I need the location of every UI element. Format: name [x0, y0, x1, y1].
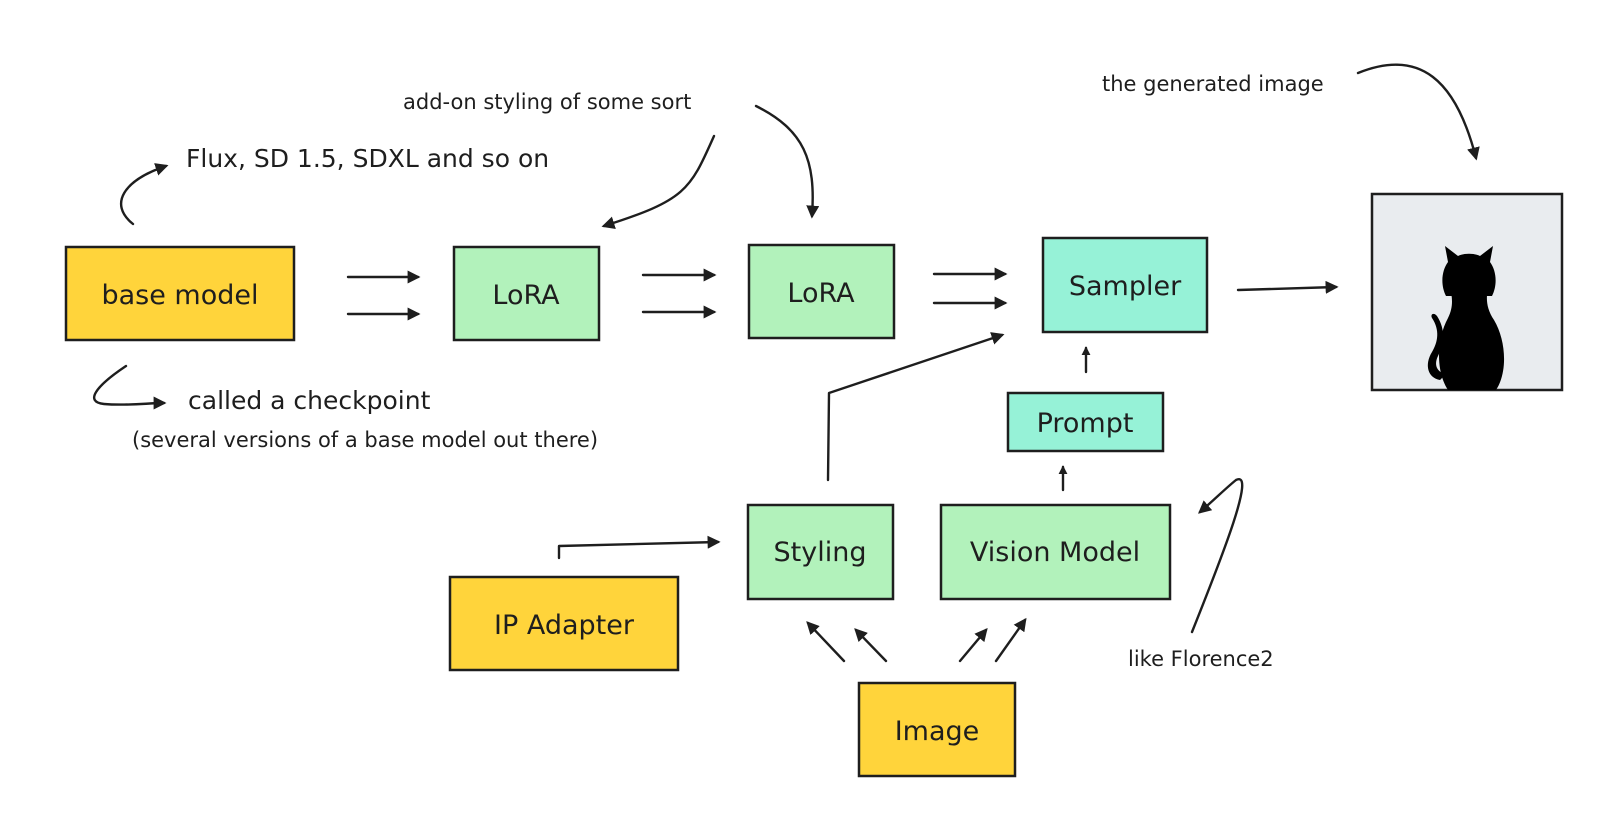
node-lora-1-box — [452, 245, 601, 342]
annotation-models-list: Flux, SD 1.5, SDXL and so on — [186, 144, 549, 173]
annotation-florence: like Florence2 — [1128, 647, 1274, 671]
arrow-generated-image-callout — [1356, 63, 1480, 161]
arrow-styling-to-sampler — [826, 332, 1005, 482]
node-prompt-label: Prompt — [1037, 408, 1134, 439]
node-lora-2-label: LoRA — [787, 278, 855, 309]
node-image: Image — [857, 681, 1017, 778]
node-sampler-label: Sampler — [1069, 271, 1182, 302]
node-base-model-box — [64, 245, 296, 342]
arrow-addon-to-lora1 — [601, 134, 716, 230]
node-vision-model: Vision Model — [939, 503, 1172, 601]
generated-image-frame — [1370, 192, 1564, 392]
node-styling-box — [746, 503, 895, 601]
arrow-models-list-callout — [120, 163, 169, 226]
node-styling-label: Styling — [774, 537, 867, 568]
cat-silhouette-icon — [1427, 246, 1505, 390]
annotation-generated-image: the generated image — [1102, 72, 1324, 96]
node-base-model: base model — [64, 245, 296, 342]
arrow-checkpoint-callout — [92, 364, 167, 410]
node-ip-adapter-label: IP Adapter — [494, 610, 635, 641]
arrow-image-to-styling-left — [806, 621, 846, 663]
annotation-checkpoint-detail: (several versions of a base model out th… — [132, 428, 598, 452]
arrow-image-to-vision-right — [994, 617, 1027, 663]
arrow-image-to-vision-left — [958, 628, 988, 663]
node-lora-1: LoRA — [452, 245, 601, 342]
arrow-sampler-to-output — [1236, 280, 1339, 294]
arrow-florence-to-vision — [1190, 477, 1244, 634]
node-lora-1-label: LoRA — [492, 280, 560, 311]
arrow-addon-to-lora2 — [754, 104, 820, 219]
node-image-label: Image — [895, 716, 980, 747]
node-lora-2-box — [747, 243, 896, 340]
arrow-image-to-styling-right — [854, 628, 888, 663]
annotation-checkpoint: called a checkpoint — [188, 386, 431, 415]
node-styling: Styling — [746, 503, 895, 601]
node-ip-adapter: IP Adapter — [448, 575, 680, 672]
node-ip-adapter-box — [448, 575, 680, 672]
node-lora-2: LoRA — [747, 243, 896, 340]
node-base-model-label: base model — [101, 280, 258, 311]
node-vision-model-box — [939, 503, 1172, 601]
node-vision-model-label: Vision Model — [970, 537, 1140, 568]
arrow-ipadapter-to-styling — [557, 535, 721, 560]
node-prompt-box — [1006, 391, 1165, 453]
node-sampler: Sampler — [1041, 236, 1209, 334]
node-image-box — [857, 681, 1017, 778]
node-prompt: Prompt — [1006, 391, 1165, 453]
annotation-addon-styling: add-on styling of some sort — [403, 90, 691, 114]
node-sampler-box — [1041, 236, 1209, 334]
